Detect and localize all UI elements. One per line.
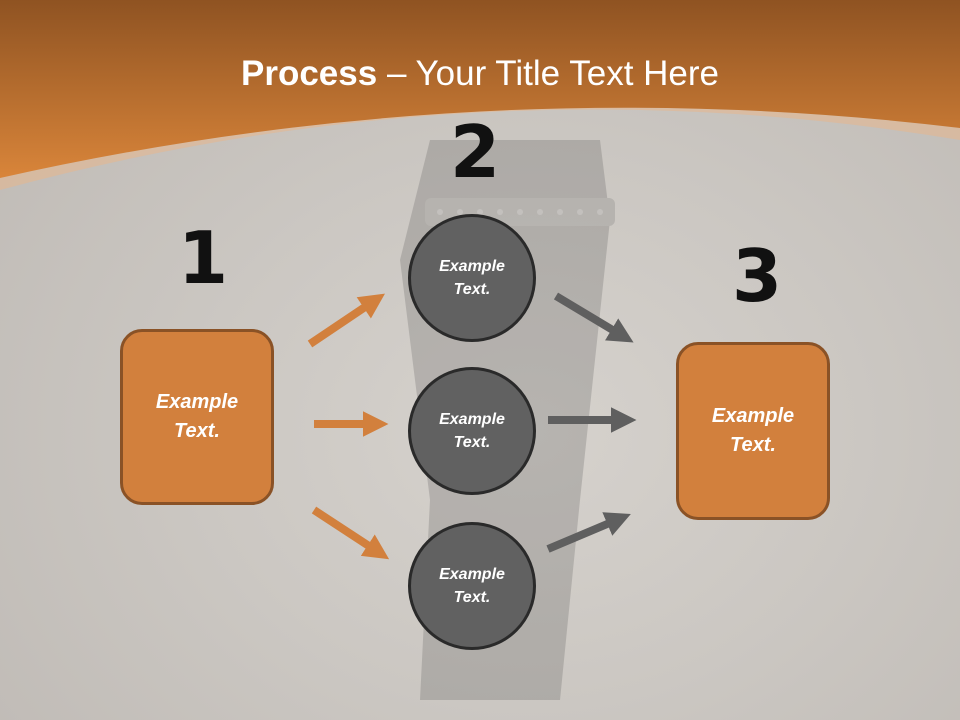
step-number-3: 3 bbox=[732, 234, 783, 318]
step-number-2: 2 bbox=[450, 110, 501, 194]
circle-bottom-line1: Example bbox=[439, 566, 505, 583]
arrow-box1-to-circle-top bbox=[307, 293, 385, 348]
header-band bbox=[0, 0, 960, 190]
arrow-circle-top-to-box3 bbox=[553, 292, 634, 343]
box1-line1: Example bbox=[155, 391, 239, 413]
box3-line2: Text. bbox=[730, 434, 776, 456]
circle-top-line1: Example bbox=[439, 258, 505, 275]
box3-line1: Example bbox=[711, 405, 795, 427]
box1-line2: Text. bbox=[174, 420, 220, 442]
slide-title: Process – Your Title Text Here bbox=[0, 54, 960, 94]
arrow-box1-to-circle-bottom bbox=[311, 506, 390, 560]
circle-top-line2: Text. bbox=[453, 281, 491, 298]
title-bold: Process bbox=[241, 54, 378, 93]
circle-middle-line2: Text. bbox=[453, 434, 491, 451]
circle-bottom-line2: Text. bbox=[453, 589, 491, 606]
title-rest: – Your Title Text Here bbox=[377, 54, 719, 93]
step-number-1: 1 bbox=[178, 216, 229, 300]
arrow-circle-bottom-to-box3 bbox=[546, 512, 631, 553]
circle-middle-line1: Example bbox=[439, 411, 505, 428]
